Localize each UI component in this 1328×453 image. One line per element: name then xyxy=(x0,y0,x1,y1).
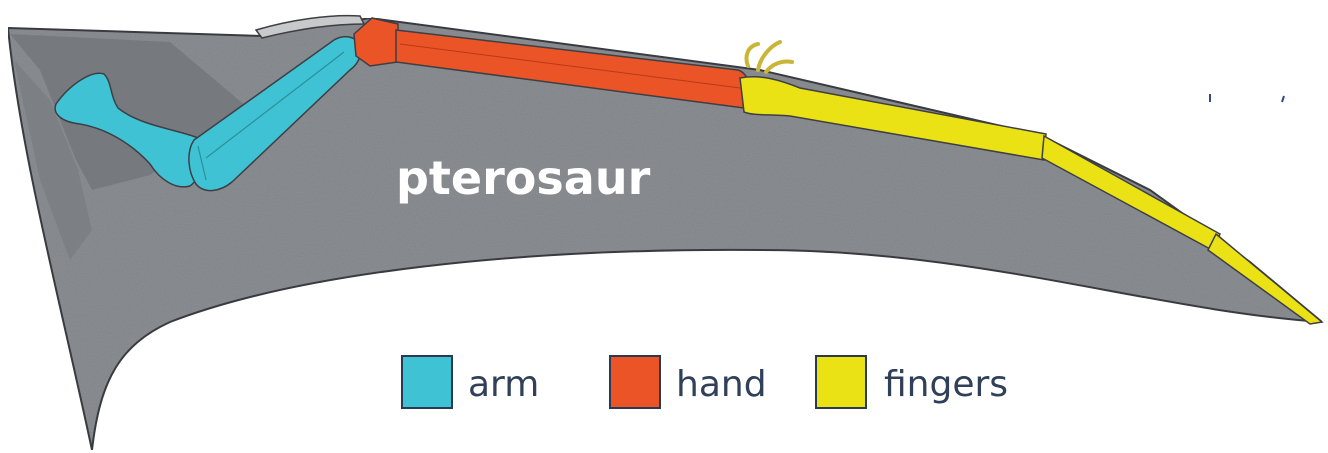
legend-swatch-hand xyxy=(610,356,660,408)
diagram-title: pterosaur xyxy=(396,151,651,205)
legend-item-arm: arm xyxy=(402,356,539,408)
legend-swatch-arm xyxy=(402,356,452,408)
claw-1 xyxy=(746,44,758,66)
edge-marks xyxy=(1210,94,1284,102)
claws xyxy=(746,42,792,72)
legend-label-fingers: fingers xyxy=(884,364,1008,405)
legend-item-hand: hand xyxy=(610,356,767,408)
legend-item-fingers: fingers xyxy=(816,356,1008,408)
legend-swatch-fingers xyxy=(816,356,866,408)
edge-mark-2 xyxy=(1282,96,1284,102)
legend: arm hand fingers xyxy=(402,356,1008,408)
legend-label-arm: arm xyxy=(468,364,539,405)
legend-label-hand: hand xyxy=(676,364,767,405)
claw-2 xyxy=(758,42,780,70)
claw-3 xyxy=(766,61,792,72)
